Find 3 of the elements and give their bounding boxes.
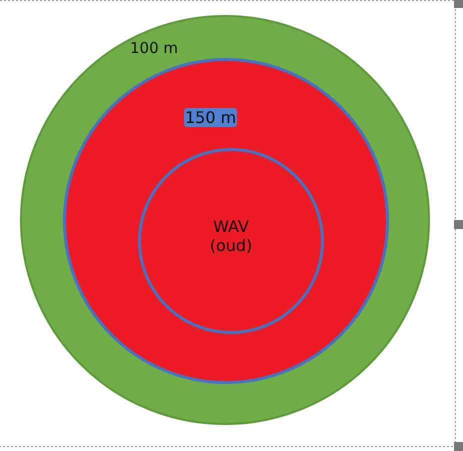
zone-label: WAV (oud) bbox=[208, 217, 254, 255]
zone-label: 150 m bbox=[184, 108, 238, 127]
zone-label: 100 m bbox=[130, 40, 178, 57]
